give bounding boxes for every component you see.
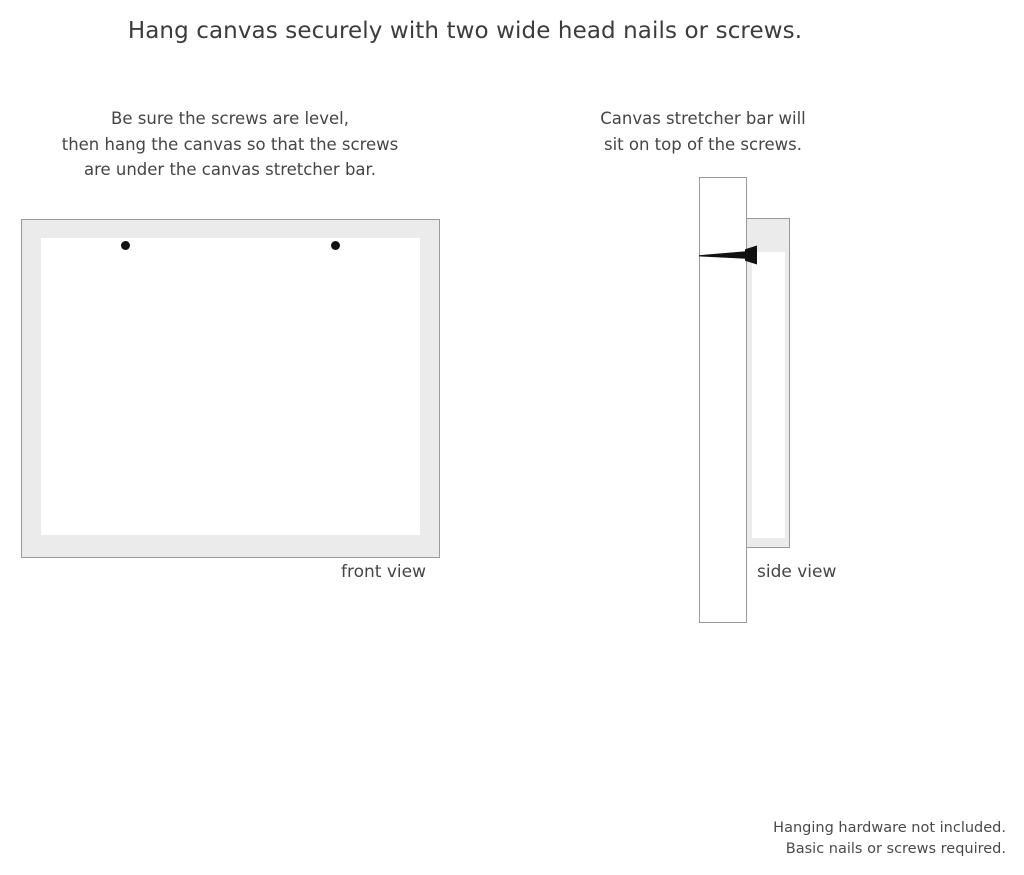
page-title: Hang canvas securely with two wide head … [127,18,803,44]
side-view-caption-line-2: sit on top of the screws. [603,134,803,154]
front-view-caption-line-1: Be sure the screws are level, [111,109,349,128]
screw-head-left-icon [121,241,130,250]
footer-note: Hanging hardware not included. Basic nai… [773,818,1006,860]
front-view-caption-line-2: then hang the canvas so that the screws [61,134,399,154]
side-view-illustration [699,177,794,625]
front-view-caption: Be sure the screws are level, then hang … [20,106,440,183]
front-view-caption-line-3: are under the canvas stretcher bar. [83,160,377,179]
side-view-label: side view [757,562,837,582]
footer-note-line-1: Hanging hardware not included. [773,820,1006,836]
screw-side-icon [699,245,763,265]
side-view-caption-line-1: Canvas stretcher bar will [600,109,806,128]
footer-note-line-2: Basic nails or screws required. [785,841,1006,857]
wall-profile [699,177,747,623]
front-view-label: front view [341,562,426,582]
front-view-illustration [21,219,440,558]
side-view-caption: Canvas stretcher bar will sit on top of … [553,106,853,157]
screw-head-right-icon [331,241,340,250]
canvas-face-front [41,238,420,535]
stretcher-bar-profile [752,252,785,538]
